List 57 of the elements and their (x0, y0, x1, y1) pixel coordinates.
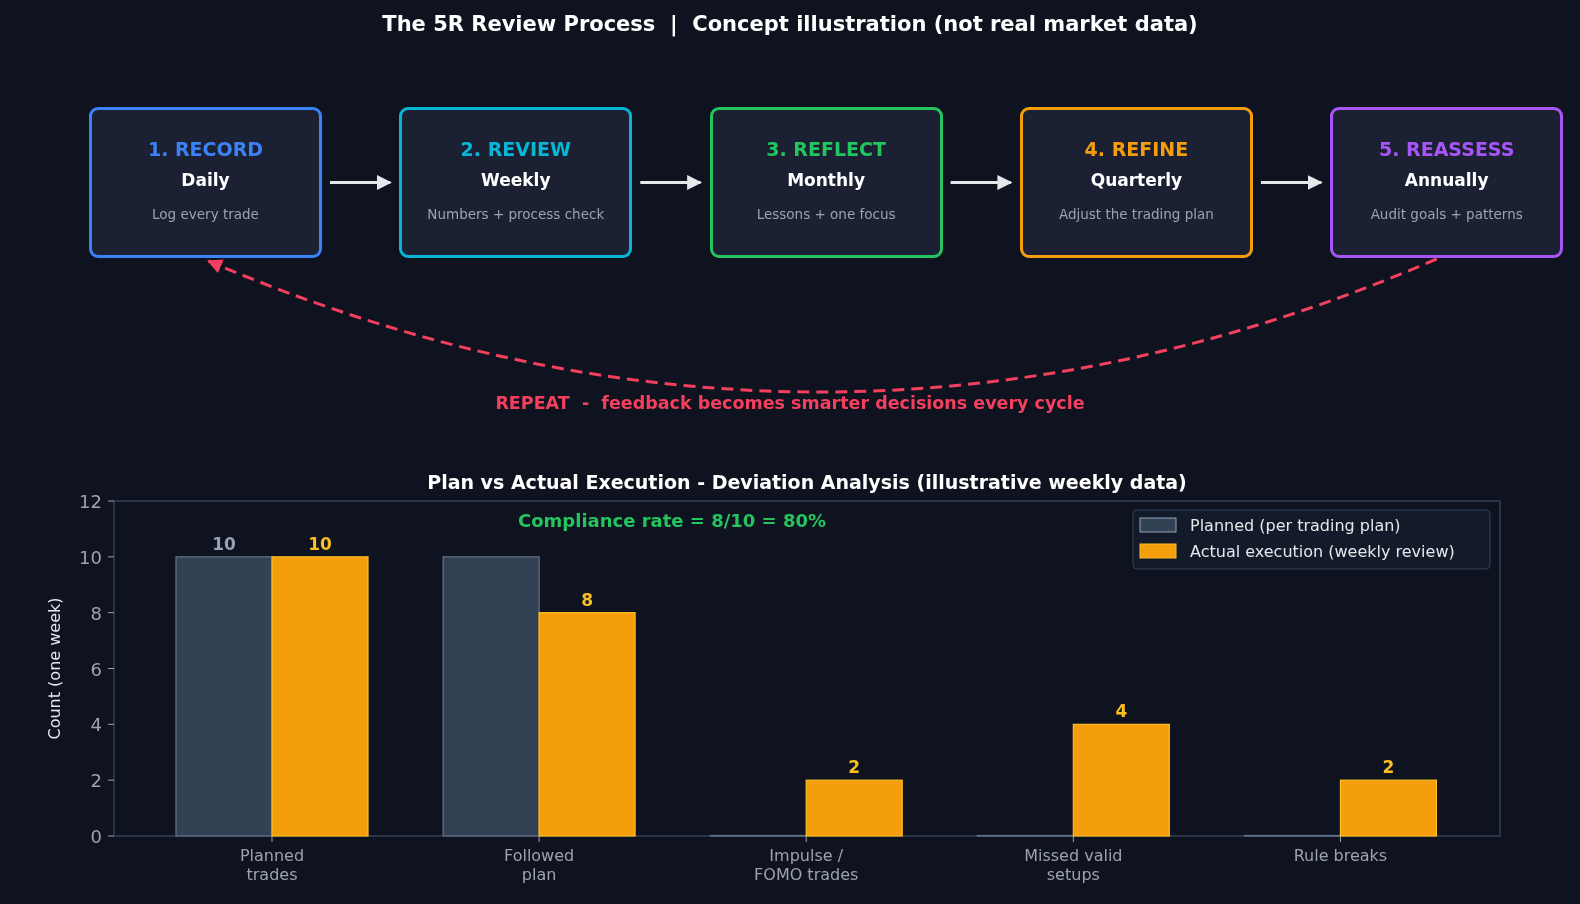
stage-description: Audit goals + patterns (1370, 206, 1523, 222)
stage-box (89, 107, 322, 258)
y-tick: 6 (90, 658, 115, 680)
value-label: 10 (212, 533, 236, 554)
y-tick: 8 (90, 602, 115, 624)
y-tick-label: 0 (90, 826, 102, 847)
value-label: 8 (581, 589, 594, 610)
y-tick: 12 (79, 491, 115, 512)
stage-title: 3. REFLECT (766, 138, 886, 160)
y-tick: 4 (90, 714, 115, 736)
value-label: 2 (1382, 757, 1395, 778)
stage-title: 1. RECORD (147, 138, 264, 160)
category-label: Missed valid setups (1023, 846, 1124, 884)
stage-description: Numbers + process check (427, 206, 605, 222)
y-tick: 10 (79, 546, 115, 568)
legend-label: Actual execution (weekly review) (1190, 542, 1455, 561)
stage-title: 5. REASSESS (1379, 138, 1515, 160)
stage-period: Annually (1404, 170, 1489, 190)
stage-description: Adjust the trading plan (1058, 206, 1214, 222)
stage-period: Quarterly (1090, 170, 1183, 190)
y-tick-label: 8 (90, 602, 102, 624)
arrow (207, 257, 1438, 394)
stage-description: Log every trade (152, 206, 259, 222)
value-label: 10 (308, 533, 332, 554)
y-tick-label: 10 (79, 546, 102, 568)
stage-period: Weekly (481, 170, 551, 190)
legend-label: Planned (per trading plan) (1190, 516, 1401, 535)
value-label: 2 (848, 757, 861, 778)
cycle-note: REPEAT - feedback becomes smarter decisions every cycle (494, 393, 1086, 413)
y-tick-label: 2 (90, 770, 102, 792)
stage-title: 2. REVIEW (460, 138, 571, 160)
category-label: Impulse / FOMO trades (753, 846, 860, 884)
stage-box (399, 107, 633, 258)
arrow (1260, 175, 1323, 190)
y-tick-label: 12 (79, 491, 102, 512)
annotation: Compliance rate = 8/10 = 80% (518, 510, 826, 531)
y-tick-label: 4 (90, 714, 102, 736)
y-tick: 2 (90, 770, 115, 792)
category-label: Followed plan (503, 846, 576, 884)
value-label: 4 (1115, 701, 1128, 722)
stage-box (1330, 107, 1564, 258)
category-label: Planned trades (238, 846, 306, 884)
stage-description: Lessons + one focus (756, 206, 896, 222)
category-label: Rule breaks (1292, 846, 1388, 865)
page-title: The 5R Review Process | Concept illustration (not real market data) (381, 12, 1199, 36)
stage-box (709, 107, 943, 258)
stage-box (1019, 107, 1253, 258)
stage-title: 4. REFINE (1084, 138, 1189, 160)
stage-period: Monthly (787, 170, 865, 190)
y-axis-label: Count (one week) (45, 597, 64, 740)
arrow (330, 175, 392, 190)
chart-title: Plan vs Actual Execution - Deviation Analysis (illustrative weekly data) (427, 471, 1187, 493)
stage-period: Daily (181, 170, 230, 190)
arrow (640, 175, 703, 190)
y-tick-label: 6 (90, 658, 102, 680)
y-tick: 0 (90, 826, 115, 847)
arrow (950, 175, 1013, 190)
